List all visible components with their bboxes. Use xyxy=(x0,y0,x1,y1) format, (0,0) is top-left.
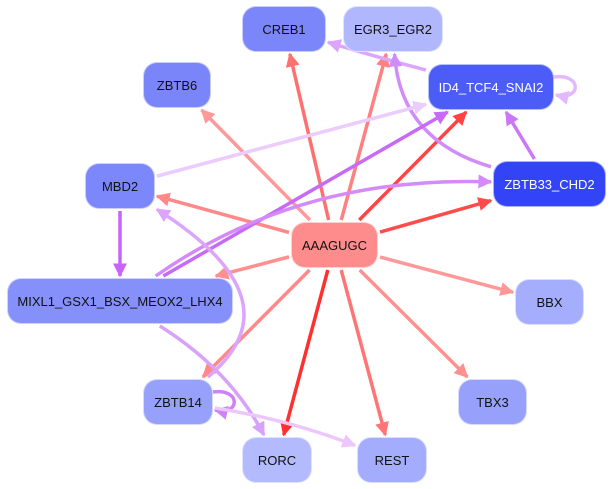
node-zbtb6[interactable]: ZBTB6 xyxy=(143,62,211,108)
node-label: BBX xyxy=(536,294,563,310)
node-rest[interactable]: REST xyxy=(357,437,427,483)
edge-aaagugc-to-zbtb6 xyxy=(200,108,312,222)
node-zbtb14[interactable]: ZBTB14 xyxy=(143,379,213,425)
edges-layer xyxy=(113,39,577,448)
node-label: ZBTB6 xyxy=(156,77,198,93)
node-zbtb33_chd2[interactable]: ZBTB33_CHD2 xyxy=(493,161,606,207)
edge-aaagugc-to-zbtb33_chd2 xyxy=(379,197,493,234)
node-rorc[interactable]: RORC xyxy=(242,437,312,483)
node-aaagugc[interactable]: AAAGUGC xyxy=(291,222,378,268)
edge-aaagugc-to-zbtb14 xyxy=(201,268,311,379)
edge-zbtb33_chd2-to-id4_tcf4_snai2 xyxy=(504,110,536,160)
node-egr3_egr2[interactable]: EGR3_EGR2 xyxy=(343,6,443,52)
node-bbx[interactable]: BBX xyxy=(515,279,584,325)
edge-zbtb14-to-rest xyxy=(214,406,357,448)
node-label: ZBTB14 xyxy=(154,394,202,410)
node-label: MIXL1_GSX1_BSX_MEOX2_LHX4 xyxy=(17,293,223,309)
edge-id4_tcf4_snai2-to-id4_tcf4_snai2 xyxy=(553,74,577,105)
node-label: ZBTB33_CHD2 xyxy=(504,176,595,192)
edge-aaagugc-to-bbx xyxy=(379,255,515,296)
node-label: RORC xyxy=(257,452,297,468)
edge-id4_tcf4_snai2-to-creb1 xyxy=(326,39,427,72)
node-mixl1_gsx1_bsx_meox2_lhx4[interactable]: MIXL1_GSX1_BSX_MEOX2_LHX4 xyxy=(7,278,233,324)
node-label: TBX3 xyxy=(476,394,509,410)
edge-zbtb14-to-mbd2 xyxy=(155,207,246,379)
edge-mixl1_gsx1_bsx_meox2_lhx4-to-zbtb33_chd2 xyxy=(154,174,493,278)
node-label: EGR3_EGR2 xyxy=(353,21,433,37)
edge-aaagugc-to-tbx3 xyxy=(358,268,469,379)
edge-mixl1_gsx1_bsx_meox2_lhx4-to-rorc xyxy=(158,324,266,437)
edge-aaagugc-to-rorc xyxy=(280,269,330,437)
node-id4_tcf4_snai2[interactable]: ID4_TCF4_SNAI2 xyxy=(428,64,554,110)
edge-aaagugc-to-id4_tcf4_snai2 xyxy=(358,110,468,222)
edge-aaagugc-to-egr3_egr2 xyxy=(339,52,390,221)
node-mbd2[interactable]: MBD2 xyxy=(85,163,155,209)
node-label: AAAGUGC xyxy=(301,237,367,253)
edge-aaagugc-to-mbd2 xyxy=(155,192,290,235)
edge-aaagugc-to-rest xyxy=(339,269,389,437)
node-label: ID4_TCF4_SNAI2 xyxy=(438,79,544,95)
node-label: MBD2 xyxy=(101,178,139,194)
node-label: REST xyxy=(374,452,410,468)
edge-mbd2-to-id4_tcf4_snai2 xyxy=(156,100,428,178)
node-label: CREB1 xyxy=(262,21,306,37)
node-tbx3[interactable]: TBX3 xyxy=(458,379,527,425)
node-creb1[interactable]: CREB1 xyxy=(242,6,326,52)
